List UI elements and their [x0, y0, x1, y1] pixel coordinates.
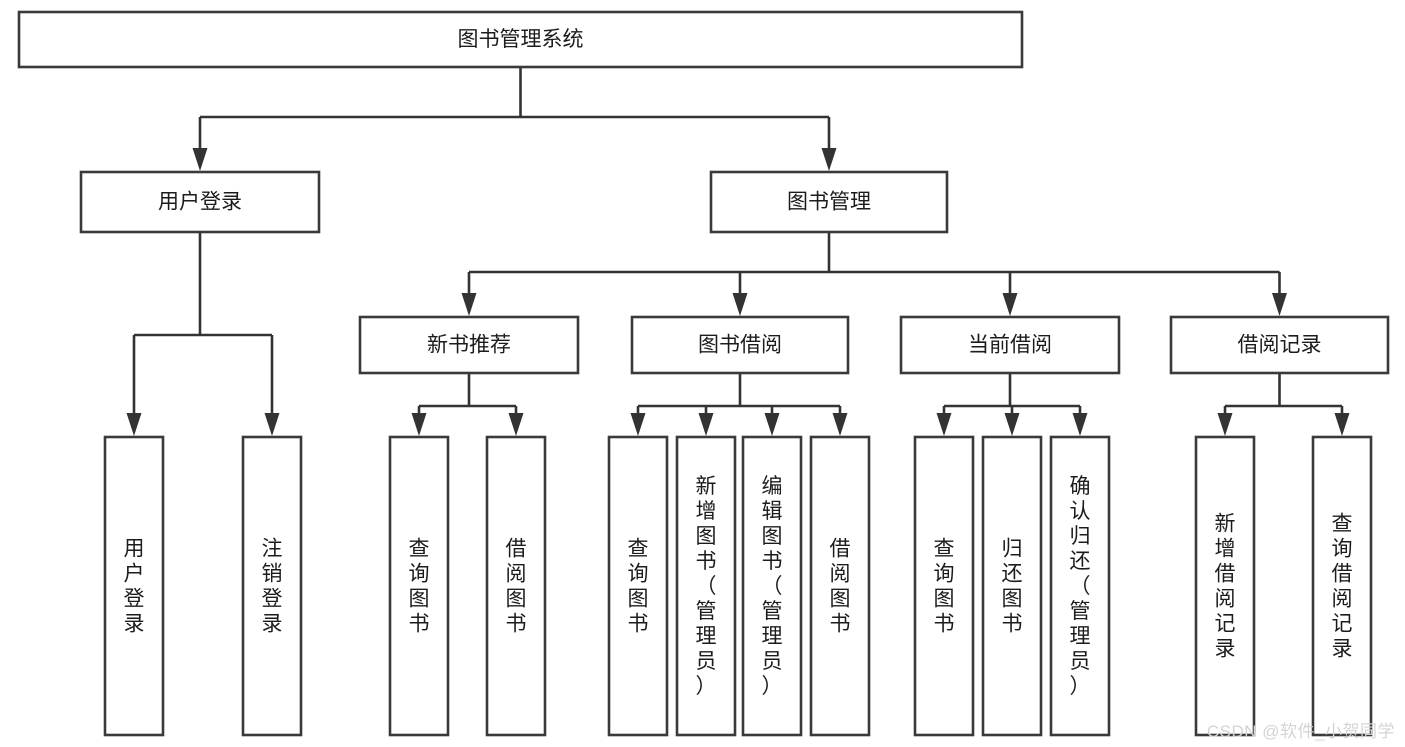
node-box[interactable] [981, 435, 1043, 737]
arrow-head-icon [630, 413, 646, 436]
node-label: 借阅图书 [830, 538, 851, 636]
node-box[interactable] [485, 435, 547, 737]
arrow-head-icon [1004, 413, 1020, 436]
arrow-head-icon [1217, 413, 1233, 436]
node-borrow-record[interactable]: 借阅记录 [1169, 315, 1390, 375]
node-label: 新书推荐 [427, 334, 511, 357]
arrow-head-icon [508, 413, 524, 436]
node-leaf-return-book[interactable]: 归还图书 [981, 435, 1043, 737]
arrow-head-icon [126, 413, 142, 436]
node-leaf-add-record[interactable]: 新增借阅记录 [1194, 435, 1256, 737]
connector-layer [126, 67, 1350, 436]
node-label: 确认归还（管理员） [1070, 475, 1091, 698]
node-box[interactable] [913, 435, 975, 737]
node-box[interactable] [899, 315, 1121, 375]
connector-root-bus [192, 67, 837, 171]
node-label: 图书借阅 [698, 334, 782, 357]
node-label: 图书管理系统 [458, 28, 584, 51]
arrow-head-icon [411, 413, 427, 436]
node-label: 借阅记录 [1238, 334, 1322, 357]
arrow-head-icon [1002, 293, 1018, 316]
node-box[interactable] [17, 10, 1024, 69]
node-box[interactable] [741, 435, 803, 737]
node-leaf-query-record[interactable]: 查询借阅记录 [1311, 435, 1373, 737]
node-root[interactable]: 图书管理系统 [17, 10, 1024, 69]
node-leaf-user-logout[interactable]: 注销登录 [241, 435, 303, 737]
arrow-head-icon [832, 413, 848, 436]
node-leaf-borrow-book-rec[interactable]: 借阅图书 [485, 435, 547, 737]
node-leaf-borrow-book[interactable]: 借阅图书 [809, 435, 871, 737]
node-leaf-user-login[interactable]: 用户登录 [103, 435, 165, 737]
arrow-head-icon [192, 148, 208, 171]
node-box[interactable] [607, 435, 669, 737]
node-label: 用户登录 [158, 191, 242, 214]
node-current-borrow[interactable]: 当前借阅 [899, 315, 1121, 375]
node-label: 归还图书 [1002, 538, 1023, 636]
node-leaf-add-book[interactable]: 新增图书（管理员） [675, 435, 737, 737]
node-box[interactable] [809, 435, 871, 737]
node-box[interactable] [675, 435, 737, 737]
node-label: 查询借阅记录 [1332, 513, 1353, 661]
arrow-head-icon [1272, 293, 1287, 316]
connector-book-manage-bus [461, 232, 1287, 316]
node-leaf-query-book-rec[interactable]: 查询图书 [388, 435, 450, 737]
arrow-head-icon [732, 293, 748, 316]
node-book-manage[interactable]: 图书管理 [709, 170, 949, 234]
node-box[interactable] [1194, 435, 1256, 737]
node-leaf-confirm-return[interactable]: 确认归还（管理员） [1049, 435, 1111, 737]
node-label: 图书管理 [787, 191, 871, 214]
node-label: 新增图书（管理员） [696, 475, 717, 698]
connector-new-book-rec-bus [411, 373, 524, 436]
connector-borrow-record-bus [1217, 373, 1350, 436]
arrow-head-icon [764, 413, 780, 436]
node-label: 查询图书 [409, 538, 430, 636]
node-user-login[interactable]: 用户登录 [79, 170, 321, 234]
node-leaf-query-book-borrow[interactable]: 查询图书 [607, 435, 669, 737]
node-label: 查询图书 [628, 538, 649, 636]
arrow-head-icon [264, 413, 280, 436]
node-leaf-query-book-current[interactable]: 查询图书 [913, 435, 975, 737]
node-box[interactable] [79, 170, 321, 234]
node-layer: 图书管理系统用户登录图书管理新书推荐图书借阅当前借阅借阅记录用户登录注销登录查询… [17, 10, 1390, 737]
node-box[interactable] [388, 435, 450, 737]
node-label: 注销登录 [262, 538, 283, 636]
node-label: 查询图书 [934, 538, 955, 636]
node-book-borrow[interactable]: 图书借阅 [630, 315, 850, 375]
node-label: 编辑图书（管理员） [762, 475, 783, 698]
node-label: 借阅图书 [506, 538, 527, 636]
connector-user-login-bus [126, 232, 280, 436]
arrow-head-icon [936, 413, 952, 436]
csdn-watermark: CSDN @软件_小贺同学 [1206, 722, 1395, 741]
node-label: 当前借阅 [968, 334, 1052, 357]
node-box[interactable] [1311, 435, 1373, 737]
arrow-head-icon [698, 413, 714, 436]
node-box[interactable] [1049, 435, 1111, 737]
node-label: 用户登录 [124, 538, 145, 636]
arrow-head-icon [1072, 413, 1088, 436]
node-label: 新增借阅记录 [1215, 513, 1236, 661]
node-box[interactable] [103, 435, 165, 737]
connector-book-borrow-bus [630, 373, 848, 436]
arrow-head-icon [821, 148, 837, 171]
node-leaf-edit-book[interactable]: 编辑图书（管理员） [741, 435, 803, 737]
node-new-book-rec[interactable]: 新书推荐 [358, 315, 580, 375]
node-box[interactable] [709, 170, 949, 234]
connector-current-borrow-bus [936, 373, 1088, 436]
arrow-head-icon [461, 293, 477, 316]
node-box[interactable] [1169, 315, 1390, 375]
node-box[interactable] [630, 315, 850, 375]
arrow-head-icon [1334, 413, 1350, 436]
node-box[interactable] [358, 315, 580, 375]
node-box[interactable] [241, 435, 303, 737]
